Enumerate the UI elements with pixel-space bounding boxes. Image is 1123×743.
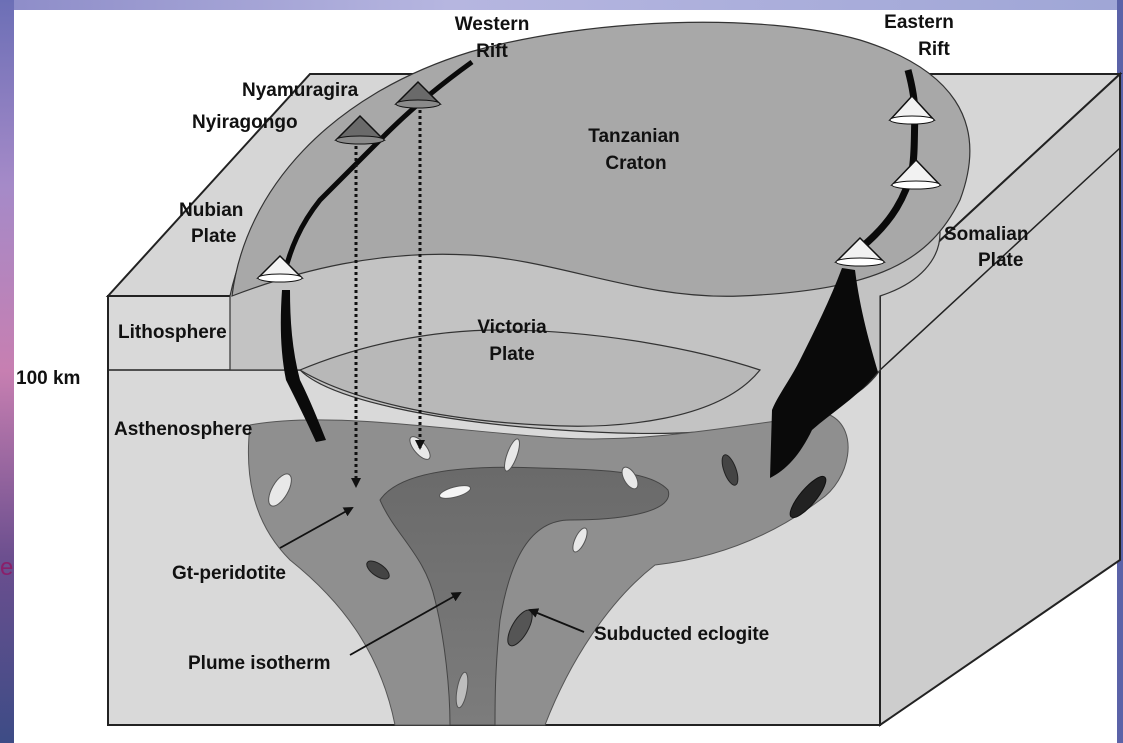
subducted-eclogite-label: Subducted eclogite — [594, 624, 769, 645]
eastern-rift-crater-3 — [836, 258, 884, 266]
western-rift-label-line2: Rift — [476, 41, 508, 62]
nubian-rift-crater — [258, 274, 302, 282]
nubian-plate-label-line1: Nubian — [179, 200, 243, 221]
western-rift-label-line1: Western — [455, 14, 530, 35]
eastern-rift-label-line2: Rift — [918, 39, 950, 60]
nyiragongo-label: Nyiragongo — [192, 112, 298, 133]
asthenosphere-label: Asthenosphere — [114, 419, 252, 440]
plume-isotherm-label: Plume isotherm — [188, 653, 331, 674]
tanzanian-craton-label-line2: Craton — [605, 153, 666, 174]
nyamuragira-label: Nyamuragira — [242, 80, 359, 101]
tanzanian-craton-label-line1: Tanzanian — [588, 126, 680, 147]
eastern-rift-crater-1 — [890, 116, 934, 124]
somalian-plate-label-line2: Plate — [978, 250, 1023, 271]
eastern-rift-crater-2 — [892, 181, 940, 189]
lithosphere-label: Lithosphere — [118, 322, 227, 343]
somalian-plate-label-line1: Somalian — [944, 224, 1028, 245]
nyiragongo-crater — [336, 136, 384, 144]
victoria-plate-label-line2: Plate — [489, 344, 534, 365]
gt-peridotite-label: Gt-peridotite — [172, 563, 286, 584]
victoria-plate-label-line1: Victoria — [477, 317, 547, 338]
eastern-rift-label-line1: Eastern — [884, 12, 954, 33]
nubian-plate-label-line2: Plate — [191, 226, 236, 247]
depth-100km-label: 100 km — [16, 368, 80, 389]
nyamuragira-crater — [396, 100, 440, 108]
